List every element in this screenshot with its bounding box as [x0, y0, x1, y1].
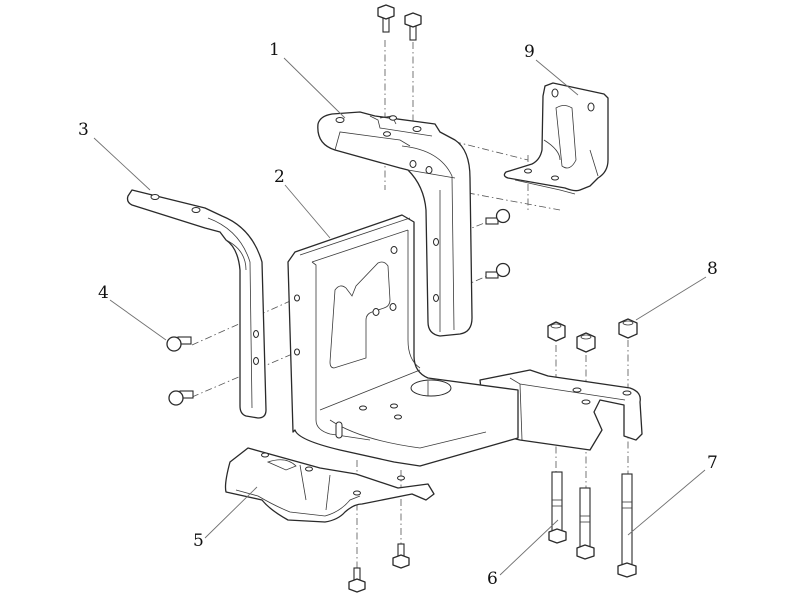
- part-8-hex-nut-middle: [576, 332, 596, 353]
- flange-bolt-top-left: [377, 4, 395, 33]
- leader-5: [204, 486, 258, 539]
- part-3-side-bracket: [126, 189, 267, 419]
- leader-4: [109, 299, 167, 341]
- callout-9: 9: [524, 42, 535, 62]
- callout-8: 8: [707, 259, 718, 279]
- part-4-flange-bolt-lower: [168, 390, 194, 406]
- part-8-hex-nut-left: [547, 321, 566, 342]
- callout-2: 2: [274, 167, 285, 187]
- leader-1: [283, 57, 346, 119]
- flange-bolt-bottom-left: [348, 567, 366, 593]
- leader-9: [535, 59, 579, 96]
- part-4-flange-bolt-upper: [166, 336, 192, 352]
- leader-6: [499, 519, 559, 576]
- callout-labels: 1 2 3 4 5 6 7 8 9: [78, 40, 718, 589]
- leader-7: [627, 469, 706, 536]
- leader-3: [93, 137, 151, 191]
- callout-1: 1: [269, 40, 280, 60]
- flange-bolt-right-upper: [485, 208, 511, 225]
- part-1-upper-bracket: [317, 111, 473, 337]
- callout-6: 6: [487, 569, 498, 589]
- callout-5: 5: [193, 531, 204, 551]
- callout-4: 4: [98, 283, 109, 303]
- part-9-corner-bracket: [503, 82, 609, 195]
- flange-bolt-bottom-right: [392, 543, 410, 569]
- flange-bolt-top-right: [404, 12, 422, 41]
- callout-7: 7: [707, 453, 718, 473]
- callout-3: 3: [78, 120, 89, 140]
- part-8-hex-nut-right: [618, 318, 638, 339]
- part-5-lower-mounting-plate: [224, 447, 435, 523]
- part-6-hex-bolt-left: [548, 471, 567, 544]
- part-6-hex-bolt-middle: [576, 487, 595, 560]
- part-7-hex-bolt-long: [617, 473, 637, 578]
- leader-lines: [93, 57, 707, 576]
- flange-bolt-right-lower: [485, 262, 511, 279]
- part-2-main-support-bracket: [287, 214, 643, 467]
- leader-8: [635, 276, 707, 321]
- leader-2: [284, 184, 331, 239]
